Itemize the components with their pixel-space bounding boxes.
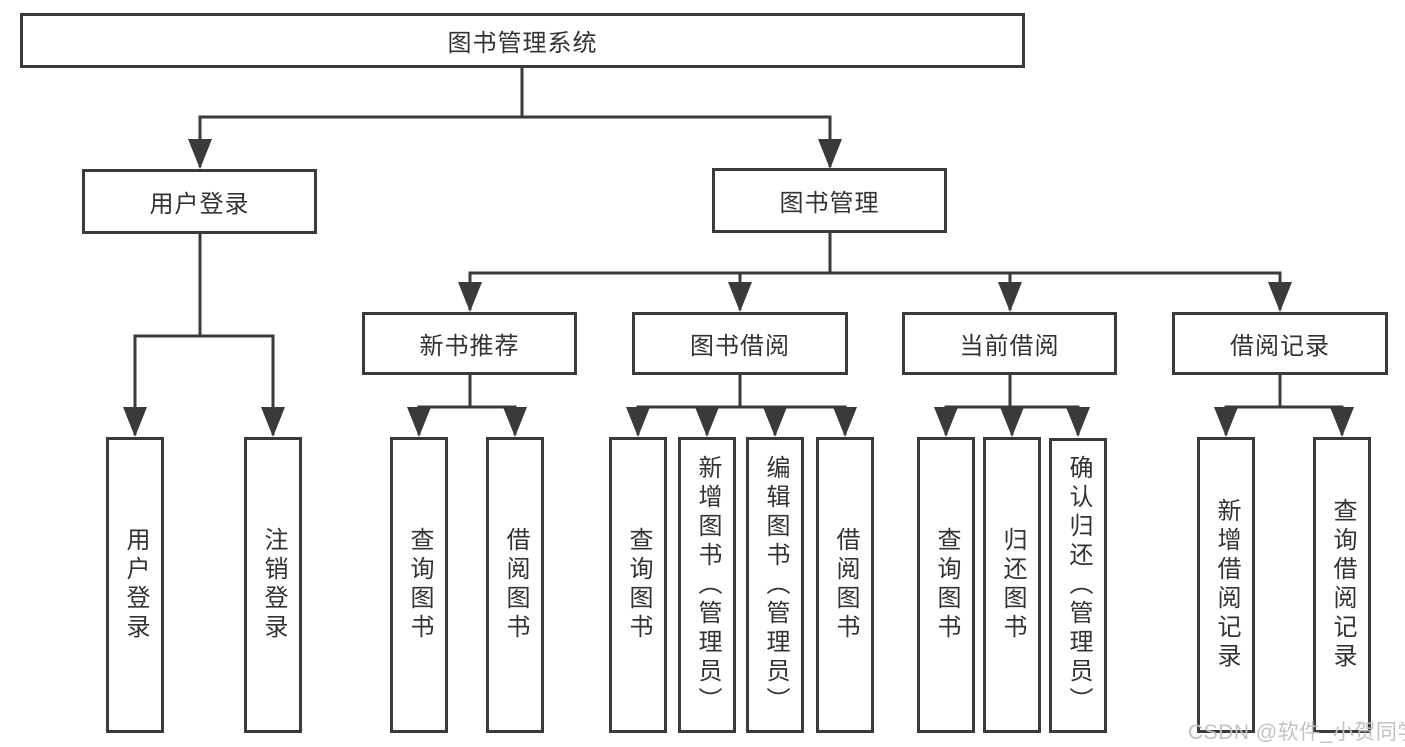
node-borrow-records: 借阅记录 bbox=[1172, 312, 1388, 375]
node-book-borrow: 图书借阅 bbox=[632, 312, 848, 375]
leaf-br-add-record: 新增借阅记录 bbox=[1197, 437, 1255, 733]
leaf-br-query-record: 查询借阅记录 bbox=[1313, 437, 1371, 733]
leaf-bb-edit-book-admin: 编辑图书（管理员） bbox=[746, 437, 804, 733]
leaf-cb-query-book: 查询图书 bbox=[917, 437, 975, 733]
leaf-cb-confirm-return-admin: 确认归还（管理员） bbox=[1049, 438, 1107, 733]
node-root-system: 图书管理系统 bbox=[20, 13, 1025, 68]
node-new-book-recommend: 新书推荐 bbox=[362, 312, 577, 375]
node-current-borrow: 当前借阅 bbox=[902, 312, 1117, 375]
leaf-bb-query-book: 查询图书 bbox=[609, 437, 667, 733]
leaf-nbr-query-book: 查询图书 bbox=[390, 437, 448, 733]
leaf-logout: 注销登录 bbox=[244, 437, 302, 733]
leaf-nbr-borrow-book: 借阅图书 bbox=[486, 437, 544, 733]
csdn-watermark: CSDN @软件_小贺同学 bbox=[1188, 721, 1405, 744]
leaf-user-login: 用户登录 bbox=[106, 437, 164, 733]
leaf-bb-add-book-admin: 新增图书（管理员） bbox=[678, 437, 736, 733]
leaf-cb-return-book: 归还图书 bbox=[983, 437, 1041, 733]
leaf-bb-borrow-book: 借阅图书 bbox=[816, 437, 874, 733]
node-user-login: 用户登录 bbox=[82, 169, 317, 234]
node-book-management: 图书管理 bbox=[712, 168, 947, 233]
